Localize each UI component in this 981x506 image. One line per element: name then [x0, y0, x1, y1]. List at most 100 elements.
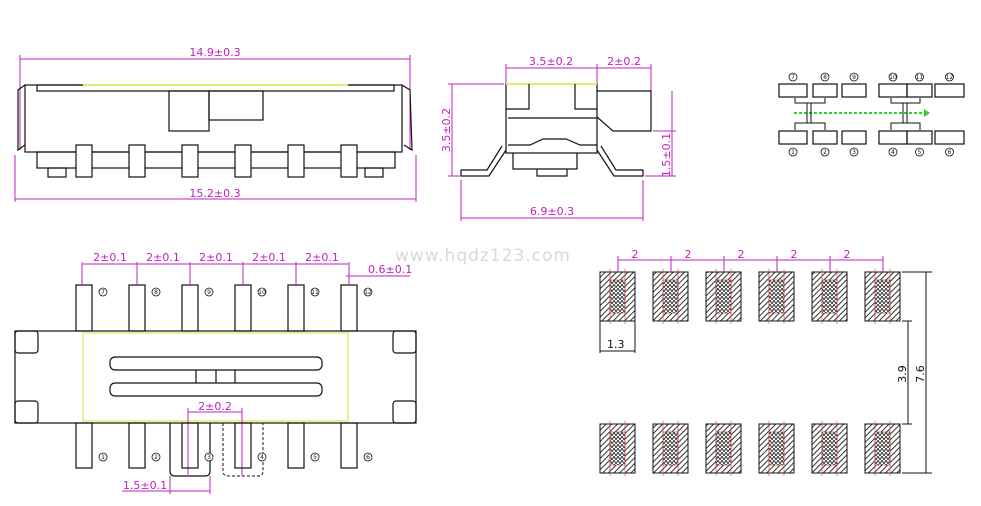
pin-number-circle [849, 147, 859, 157]
bottom-view: 0.6±0.1 2±0.2 1.5±0.1 7182931041151262±0… [14, 251, 417, 494]
contact-box [812, 130, 838, 145]
pin-number: 10 [889, 74, 897, 81]
dim-overall-width: 6.9±0.3 [530, 205, 574, 218]
pin-number: 3 [207, 454, 211, 461]
pin-number: 1 [791, 149, 795, 156]
dim-lever-length: 2±0.2 [607, 55, 641, 68]
watermark: www.hqdz123.com [395, 246, 571, 266]
dim-travel: 2±0.2 [198, 400, 232, 413]
front-view: 14.9±0.3 15.2±0.3 [14, 46, 417, 202]
contact-box [778, 83, 808, 98]
pin-number-circle [788, 72, 798, 82]
dim-pin-width: 0.6±0.1 [368, 263, 412, 276]
pin-number: 11 [311, 289, 319, 296]
pin-number: 9 [852, 74, 856, 81]
pin-number-circle [888, 147, 898, 157]
dim-inner-gap: 3.9 [896, 365, 909, 383]
pin-number: 6 [366, 454, 370, 461]
pin-number: 12 [364, 289, 372, 296]
terminal-pin [234, 144, 252, 178]
pin-number-circle [310, 287, 320, 297]
pin-number: 4 [891, 149, 895, 156]
pin-number: 7 [101, 289, 105, 296]
dim-pad-pitch: 2 [632, 248, 639, 261]
terminal-pin-bottom [340, 422, 358, 469]
pin-number-circle [151, 287, 161, 297]
pin-number: 4 [260, 454, 264, 461]
pin-number: 3 [852, 149, 856, 156]
contact-box [841, 83, 867, 98]
dim-width-top: 14.9±0.3 [189, 46, 240, 59]
contact-box [878, 83, 908, 98]
pin-number: 9 [207, 289, 211, 296]
side-view: 3.5±0.2 2±0.2 3.5±0.2 1.5±0.1 6.9±0.3 [440, 55, 676, 221]
terminal-pin-bottom [287, 422, 305, 469]
pin-number: 5 [313, 454, 317, 461]
terminal-pin-top [181, 284, 199, 332]
contact-box [934, 83, 965, 98]
pin-number-circle [363, 452, 373, 462]
pin-number-circle [945, 72, 954, 82]
pin-number: 5 [918, 149, 922, 156]
terminal-pin-top [287, 284, 305, 332]
pin-number-circle [888, 72, 898, 82]
dim-knob-width: 1.5±0.1 [123, 479, 167, 492]
dim-pin-pitch: 2±0.1 [146, 251, 180, 264]
terminal-pin [181, 144, 199, 178]
dim-pin-pitch: 2±0.1 [199, 251, 233, 264]
terminal-pin-bottom [234, 422, 252, 469]
pin-number-circle [820, 72, 830, 82]
pin-number-circle [915, 72, 924, 82]
pin-number-circle [204, 287, 214, 297]
dim-width-bottom: 15.2±0.3 [189, 187, 240, 200]
contact-box [906, 83, 933, 98]
pin-number-circle [915, 147, 924, 157]
dim-pad-pitch: 2 [685, 248, 692, 261]
pin-number-circle [204, 452, 214, 462]
dim-pin-pitch: 2±0.1 [93, 251, 127, 264]
pin-number: 6 [948, 149, 952, 156]
pin-number-circle [945, 147, 954, 157]
pin-number-circle [310, 452, 320, 462]
contact-box [906, 130, 933, 145]
dim-pin-pitch: 2±0.1 [252, 251, 286, 264]
contact-box [841, 130, 867, 145]
contact-box [878, 130, 908, 145]
terminal-pin [75, 144, 93, 178]
terminal-pin [287, 144, 305, 178]
pin-number: 2 [154, 454, 158, 461]
contact-box [812, 83, 838, 98]
dim-pin-pitch: 2±0.1 [305, 251, 339, 264]
dim-pad-width: 1.3 [607, 338, 625, 351]
pin-number-circle [788, 147, 798, 157]
contact-box [934, 130, 965, 145]
contact-box [778, 130, 808, 145]
dim-pad-pitch: 2 [844, 248, 851, 261]
dim-pad-pitch: 2 [738, 248, 745, 261]
pin-number-circle [849, 72, 859, 82]
terminal-pin-bottom [75, 422, 93, 469]
terminal-pin [340, 144, 358, 178]
terminal-pin-top [340, 284, 358, 332]
pin-number: 8 [154, 289, 158, 296]
pin-number-circle [98, 452, 108, 462]
pin-number: 8 [823, 74, 827, 81]
terminal-pin-bottom [128, 422, 146, 469]
pin-number-circle [98, 287, 108, 297]
terminal-pin-bottom [181, 422, 199, 469]
pin-number: 2 [823, 149, 827, 156]
terminal-pin-top [75, 284, 93, 332]
slider-slot [109, 382, 323, 397]
pin-number: 11 [916, 74, 924, 81]
slider-slot [109, 356, 323, 371]
slider-actuator [168, 90, 210, 132]
dim-pad-pitch: 2 [791, 248, 798, 261]
dim-height: 3.5±0.2 [440, 108, 453, 152]
dim-body-width: 3.5±0.2 [529, 55, 573, 68]
pin-number: 1 [101, 454, 105, 461]
pin-number-circle [363, 287, 373, 297]
